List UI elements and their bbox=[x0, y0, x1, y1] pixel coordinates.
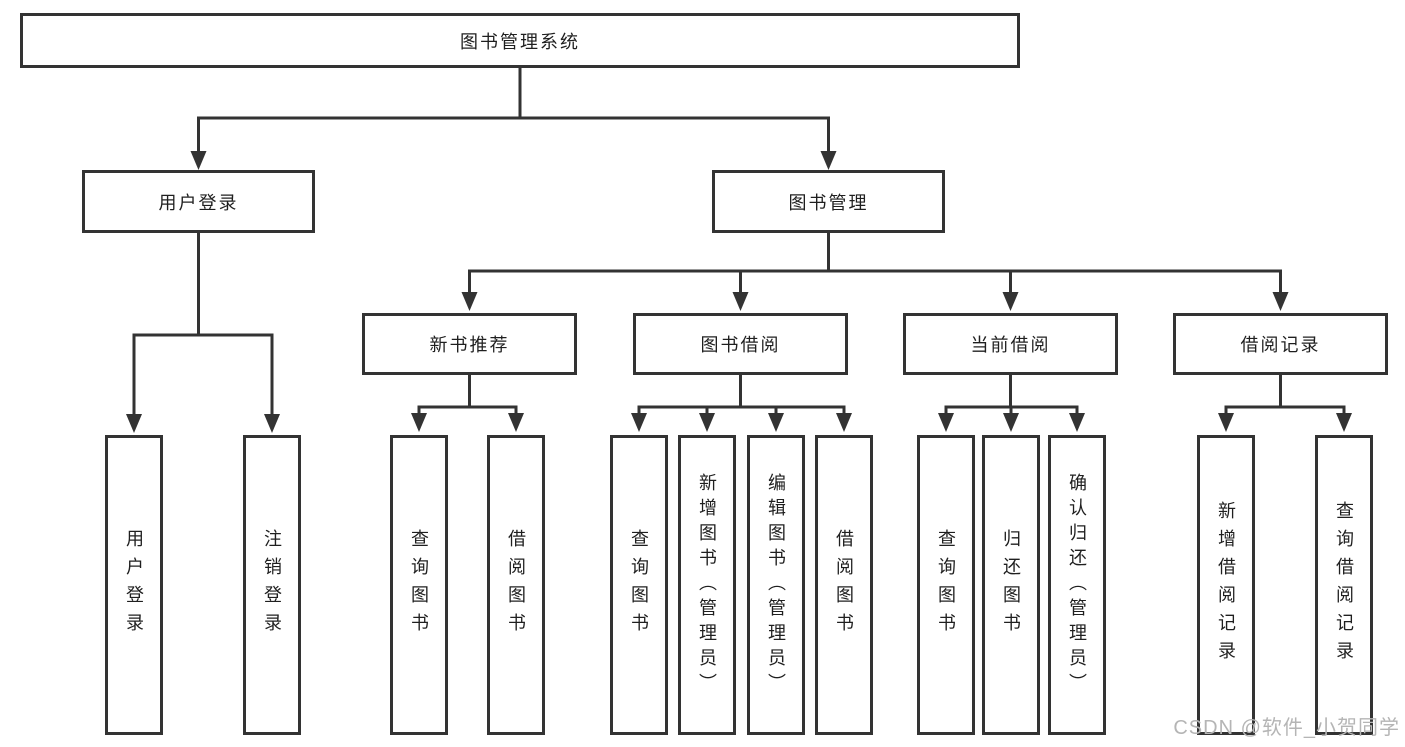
leaf-query-borrow-record: 查询借阅记录 bbox=[1315, 435, 1373, 735]
leaf-query-books: 查询图书 bbox=[390, 435, 448, 735]
leaf-borrow-books: 借阅图书 bbox=[815, 435, 873, 735]
leaf-confirm-return-admin: 确认归还（管理员） bbox=[1048, 435, 1106, 735]
node-user-login: 用户登录 bbox=[82, 170, 315, 233]
leaf-logout: 注销登录 bbox=[243, 435, 301, 735]
leaf-return-books: 归还图书 bbox=[982, 435, 1040, 735]
node-root-system: 图书管理系统 bbox=[20, 13, 1020, 68]
leaf-query-books: 查询图书 bbox=[917, 435, 975, 735]
leaf-user-login: 用户登录 bbox=[105, 435, 163, 735]
node-book-management: 图书管理 bbox=[712, 170, 945, 233]
leaf-query-books: 查询图书 bbox=[610, 435, 668, 735]
leaf-edit-books-admin: 编辑图书（管理员） bbox=[747, 435, 805, 735]
node-book-borrow: 图书借阅 bbox=[633, 313, 848, 375]
leaf-add-books-admin: 新增图书（管理员） bbox=[678, 435, 736, 735]
leaf-borrow-books: 借阅图书 bbox=[487, 435, 545, 735]
node-current-borrow: 当前借阅 bbox=[903, 313, 1118, 375]
node-borrow-records: 借阅记录 bbox=[1173, 313, 1388, 375]
node-new-book-recommend: 新书推荐 bbox=[362, 313, 577, 375]
csdn-watermark: CSDN @软件_小贺同学 bbox=[1173, 717, 1400, 739]
leaf-add-borrow-record: 新增借阅记录 bbox=[1197, 435, 1255, 735]
